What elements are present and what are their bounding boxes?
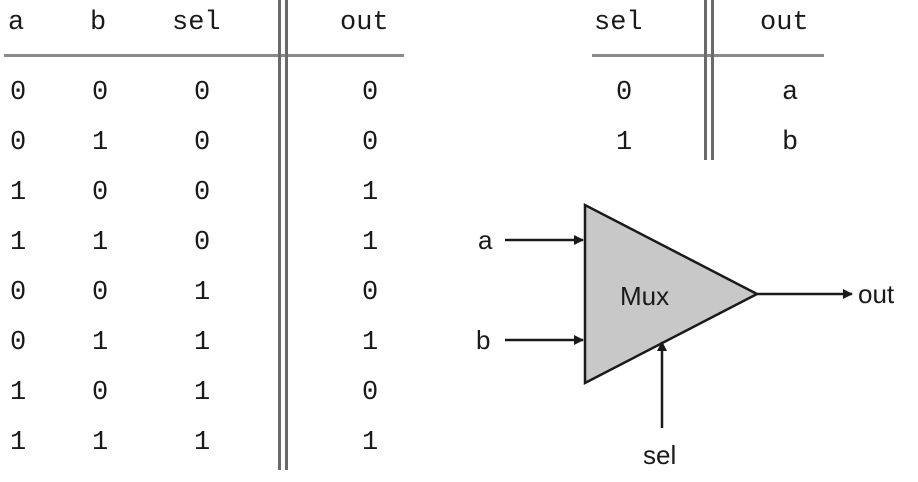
truth-table-cell: 0 bbox=[362, 128, 379, 158]
truth-table-cell: 1 bbox=[92, 128, 109, 158]
output-label: out bbox=[858, 279, 895, 309]
truth-table-cell: 0 bbox=[92, 278, 109, 308]
truth-table-cell: 1 bbox=[92, 328, 109, 358]
truth-table-cell: 0 bbox=[194, 228, 211, 258]
truth-table-cell: 1 bbox=[362, 228, 379, 258]
truth-table-cell: 0 bbox=[92, 178, 109, 208]
sel-header-out: out bbox=[760, 8, 809, 38]
header-b: b bbox=[90, 8, 107, 38]
sel-table-cell: 1 bbox=[616, 128, 633, 158]
truth-table-cell: 1 bbox=[92, 428, 109, 458]
truth-table-cell: 1 bbox=[10, 378, 27, 408]
header-out: out bbox=[340, 8, 389, 38]
output-divider-left bbox=[278, 0, 281, 470]
truth-table-cell: 1 bbox=[92, 228, 109, 258]
sel-table-cell: a bbox=[782, 78, 799, 108]
truth-table-cell: 1 bbox=[194, 428, 211, 458]
truth-table-cell: 0 bbox=[92, 378, 109, 408]
truth-table-cell: 0 bbox=[10, 328, 27, 358]
sel-output-divider-right bbox=[711, 0, 714, 160]
sel-output-divider-left bbox=[704, 0, 707, 160]
truth-table-cell: 0 bbox=[92, 78, 109, 108]
header-divider bbox=[4, 54, 404, 57]
truth-table-cell: 1 bbox=[362, 428, 379, 458]
select-label: sel bbox=[643, 440, 676, 470]
mux-label: Mux bbox=[620, 281, 669, 311]
header-sel: sel bbox=[172, 8, 221, 38]
output-divider-right bbox=[285, 0, 288, 470]
sel-header-sel: sel bbox=[594, 8, 643, 38]
truth-table-cell: 0 bbox=[194, 78, 211, 108]
truth-table-cell: 1 bbox=[10, 428, 27, 458]
truth-table-cell: 1 bbox=[194, 328, 211, 358]
truth-table-cell: 1 bbox=[10, 228, 27, 258]
truth-table-cell: 0 bbox=[194, 178, 211, 208]
input-a-label: a bbox=[478, 225, 493, 255]
truth-table-cell: 1 bbox=[194, 278, 211, 308]
truth-table-cell: 1 bbox=[362, 328, 379, 358]
truth-table-cell: 1 bbox=[194, 378, 211, 408]
sel-table-cell: b bbox=[782, 128, 799, 158]
sel-table-cell: 0 bbox=[616, 78, 633, 108]
truth-table-cell: 0 bbox=[10, 128, 27, 158]
truth-table-cell: 0 bbox=[10, 278, 27, 308]
sel-table: sel out 0 a 1 b bbox=[580, 0, 840, 170]
truth-table-cell: 1 bbox=[10, 178, 27, 208]
truth-table-cell: 0 bbox=[194, 128, 211, 158]
header-a: a bbox=[8, 8, 25, 38]
truth-table-cell: 0 bbox=[362, 78, 379, 108]
truth-table-cell: 1 bbox=[362, 178, 379, 208]
truth-table: a b sel out 0 0 0 0 0 1 0 0 1 0 0 1 1 1 0 1 0 0 1 0 0 1 1 1 1 0 1 0… bbox=[0, 0, 420, 482]
truth-table-cell: 0 bbox=[362, 278, 379, 308]
sel-header-divider bbox=[592, 54, 824, 57]
mux-body bbox=[583, 202, 760, 386]
truth-table-cell: 0 bbox=[362, 378, 379, 408]
input-b-label: b bbox=[476, 325, 490, 355]
truth-table-cell: 0 bbox=[10, 78, 27, 108]
